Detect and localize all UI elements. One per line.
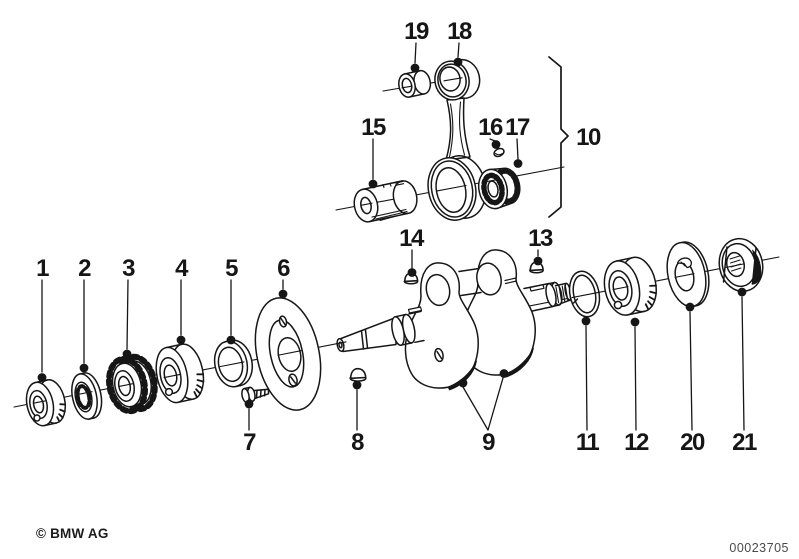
drawing-number: 00023705 — [729, 541, 789, 555]
part-15-crankpin — [353, 180, 418, 223]
callout-12: 12 — [624, 317, 650, 456]
callout-11: 11 — [576, 316, 601, 456]
callout-10: 10 — [548, 56, 602, 218]
callout-8: 8 — [351, 380, 366, 456]
callout-19: 19 — [404, 18, 430, 73]
callout-21-label[interactable]: 21 — [732, 429, 758, 456]
callout-17-dot — [513, 159, 523, 168]
callout-15: 15 — [361, 114, 387, 189]
callout-4: 4 — [175, 255, 191, 345]
callout-15-dot — [368, 179, 378, 189]
part-11-shim-ring — [568, 270, 601, 318]
callout-18-label[interactable]: 18 — [447, 18, 473, 45]
callout-20-leader-line — [689, 311, 693, 431]
center-line-segments — [33, 77, 745, 404]
callout-11-dot — [581, 316, 591, 326]
part-6-flange-disc — [254, 297, 322, 411]
callout-10-label[interactable]: 10 — [576, 124, 602, 151]
callout-12-label[interactable]: 12 — [624, 429, 650, 456]
callout-9: 9 — [458, 369, 509, 456]
callout-20: 20 — [680, 302, 706, 456]
callout-16-dot — [491, 140, 501, 149]
callout-17-label[interactable]: 17 — [505, 114, 531, 141]
part-9-crankshaft — [336, 249, 572, 391]
callout-13-label[interactable]: 13 — [528, 225, 554, 252]
callout-19-dot — [410, 63, 420, 73]
callout-4-dot — [176, 335, 186, 345]
callout-12-dot — [630, 317, 640, 327]
callout-6-dot — [278, 289, 288, 299]
callout-17-leader-line — [516, 138, 519, 160]
callout-9-leader-line — [487, 377, 504, 431]
callout-15-label[interactable]: 15 — [361, 114, 387, 141]
part-17-needle-bearing — [477, 167, 521, 210]
callout-3-dot — [122, 349, 132, 359]
callout-16-label[interactable]: 16 — [478, 114, 504, 141]
callout-9-label[interactable]: 9 — [482, 429, 497, 456]
callout-7: 7 — [243, 399, 258, 456]
callout-9-leader-line — [462, 386, 489, 431]
part-7-screw — [241, 386, 270, 404]
callout-8-label[interactable]: 8 — [351, 429, 366, 456]
callout-13-dot — [533, 256, 543, 266]
callout-5-dot — [226, 335, 236, 345]
callout-10-bracket — [548, 56, 569, 218]
callout-3-leader-line — [126, 279, 129, 350]
part-1-ball-bearing — [25, 379, 67, 427]
callout-18-dot — [453, 57, 463, 67]
callout-11-label[interactable]: 11 — [576, 429, 601, 456]
callout-2-label[interactable]: 2 — [78, 255, 93, 282]
callout-19-label[interactable]: 19 — [404, 18, 430, 45]
callout-19-leader-line — [414, 42, 417, 64]
part-8-woodruff-key — [349, 367, 367, 382]
callout-21: 21 — [732, 287, 758, 456]
callout-7-label[interactable]: 7 — [243, 429, 258, 456]
part-2-lock-washer — [71, 372, 103, 420]
callout-3-label[interactable]: 3 — [122, 255, 137, 282]
callout-11-leader-line — [585, 325, 588, 431]
callout-18-leader-line — [457, 42, 460, 58]
part-4-ball-bearing — [155, 343, 205, 404]
callout-5: 5 — [225, 255, 240, 345]
callout-3: 3 — [122, 255, 137, 359]
callout-14: 14 — [399, 225, 426, 277]
callout-9-dot — [499, 369, 509, 378]
callout-5-label[interactable]: 5 — [225, 255, 240, 282]
callout-14-dot — [407, 268, 417, 277]
part-16-clip — [493, 147, 505, 158]
callout-2-dot — [79, 363, 89, 373]
callout-18: 18 — [447, 18, 473, 67]
callout-4-label[interactable]: 4 — [175, 255, 191, 282]
callout-14-label[interactable]: 14 — [399, 225, 426, 252]
parts-drawings — [25, 58, 764, 427]
callout-17: 17 — [505, 114, 531, 168]
callout-6-label[interactable]: 6 — [277, 255, 292, 282]
callout-6: 6 — [277, 255, 292, 299]
callout-7-dot — [244, 399, 254, 409]
part-12-ball-bearing — [603, 256, 657, 316]
callout-13: 13 — [528, 225, 554, 266]
callout-1-dot — [37, 373, 47, 382]
callout-8-dot — [352, 380, 362, 390]
callout-21-leader-line — [741, 296, 745, 431]
callout-20-dot — [685, 302, 695, 312]
part-20-tab-washer — [666, 241, 710, 308]
callout-1: 1 — [36, 255, 51, 382]
copyright-text: © BMW AG — [36, 526, 109, 541]
callout-12-leader-line — [634, 326, 637, 431]
callout-2: 2 — [78, 255, 93, 373]
callout-20-label[interactable]: 20 — [680, 429, 706, 456]
callout-9-dot — [458, 378, 468, 388]
callout-16: 16 — [478, 114, 504, 149]
callout-21-dot — [737, 287, 747, 297]
part-19-bushing — [398, 69, 432, 98]
callout-1-label[interactable]: 1 — [36, 255, 51, 282]
